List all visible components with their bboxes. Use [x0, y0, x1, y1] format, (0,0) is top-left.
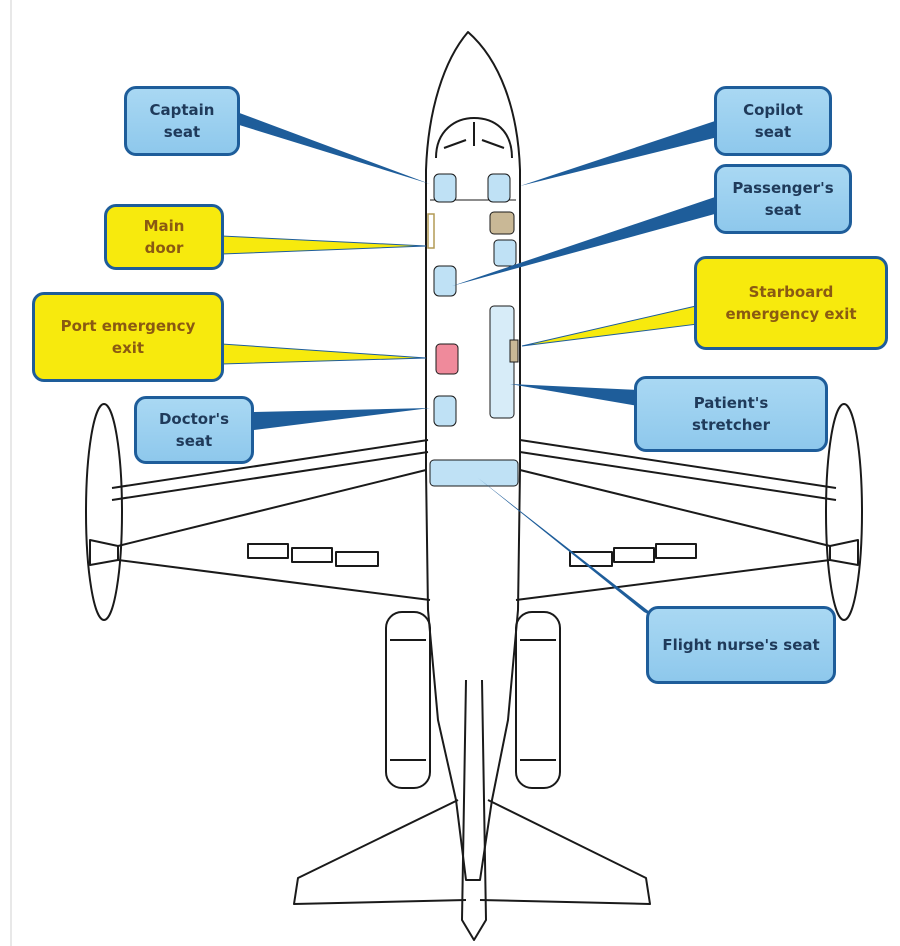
passenger-seat-label: Passenger's seat — [714, 164, 852, 234]
right-tip-tank — [825, 403, 863, 621]
captain-seat-label: Captain seat — [124, 86, 240, 156]
passenger-seat-shape — [433, 265, 457, 297]
leader-patient — [510, 384, 638, 406]
starboard-exit-label: Starboard emergency exit — [694, 256, 888, 350]
cabinet-shape — [489, 211, 515, 235]
main-door-label: Main door — [104, 204, 224, 270]
fuselage — [425, 31, 521, 881]
right-engine — [515, 611, 561, 789]
left-wing — [117, 469, 431, 601]
starboard-exit-marker — [509, 339, 519, 363]
flight-nurse-seat-label: Flight nurse's seat — [646, 606, 836, 684]
cabin-layout — [427, 173, 519, 487]
leader-lines — [221, 108, 722, 620]
cockpit-windshield — [435, 117, 513, 159]
left-tip-tank — [85, 403, 123, 621]
leader-starboard — [521, 305, 699, 347]
leader-nurse — [478, 478, 660, 620]
doctor-seat-shape — [433, 395, 457, 427]
patient-stretcher-label: Patient's stretcher — [634, 376, 828, 452]
copilot-seat-shape — [487, 173, 511, 203]
passenger-seat-shape-right — [493, 239, 517, 267]
leader-doctor — [254, 408, 430, 430]
port-exit-label: Port emergency exit — [32, 292, 224, 382]
right-stabilizer — [479, 799, 651, 905]
left-engine — [385, 611, 431, 789]
copilot-seat-label: Copilot seat — [714, 86, 832, 156]
page-edge — [10, 0, 12, 946]
leader-port — [221, 343, 427, 365]
main-door-marker — [427, 213, 435, 249]
captain-seat-shape — [433, 173, 457, 203]
left-stabilizer — [293, 799, 467, 905]
leader-captain — [226, 108, 430, 184]
vertical-fin — [461, 679, 487, 941]
leader-copilot — [520, 120, 722, 186]
leader-main-door — [221, 235, 427, 255]
port-exit-shape — [435, 343, 459, 375]
right-wing — [515, 469, 831, 601]
leader-passenger — [452, 196, 722, 286]
doctor-seat-label: Doctor's seat — [134, 396, 254, 464]
nurse-seat-shape — [429, 459, 519, 487]
